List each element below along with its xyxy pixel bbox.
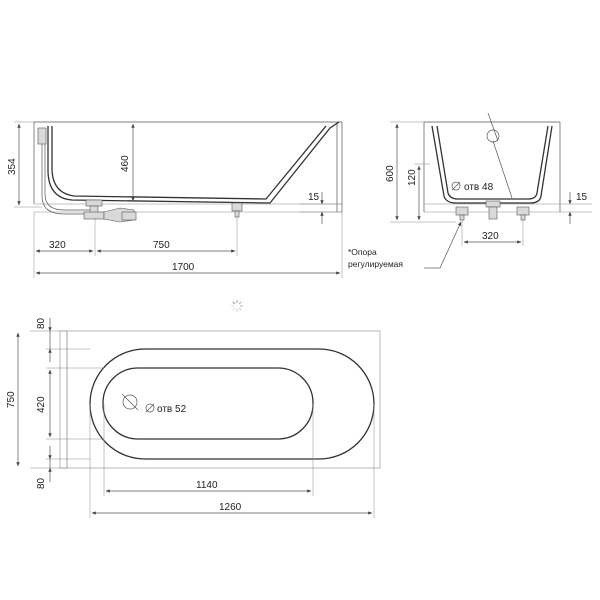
support-note-line1: *Опора <box>348 247 377 257</box>
dim-label-320-side: 320 <box>49 240 66 251</box>
dim-top-80-lower: 80 <box>36 446 52 489</box>
end-view-bath-inner <box>436 125 549 200</box>
overflow-assembly <box>37 127 92 215</box>
dim-label-750-top: 750 <box>6 391 17 408</box>
dim-label-1700: 1700 <box>172 262 195 273</box>
top-view: отв 52 750 80 420 80 <box>6 317 381 518</box>
loading-spinner-icon <box>231 300 243 312</box>
dim-top-1140: 1140 <box>103 404 314 496</box>
dim-end-120: 120 <box>407 163 430 221</box>
side-view: 354 460 15 320 750 1700 <box>7 121 343 278</box>
dim-side-1700: 1700 <box>35 212 343 278</box>
dim-label-420: 420 <box>36 396 47 413</box>
dim-label-side-15: 15 <box>308 192 320 203</box>
top-view-outer-rect-left-edge <box>59 330 68 469</box>
dim-label-80-top: 80 <box>36 317 47 329</box>
dim-label-354: 354 <box>7 158 18 175</box>
dim-label-80-bottom: 80 <box>36 477 47 489</box>
dim-label-1140: 1140 <box>196 480 218 491</box>
side-view-bath-inner-wall <box>51 125 327 200</box>
dim-end-15: 15 <box>560 192 592 224</box>
end-view-hole-label: отв 48 <box>464 182 494 193</box>
end-view: отв 48 600 120 1 <box>348 112 592 269</box>
dim-side-15: 15 <box>300 192 342 224</box>
dim-label-600: 600 <box>385 165 396 182</box>
dim-top-420: 420 <box>36 369 52 438</box>
dim-side-320-750: 320 750 <box>33 212 238 278</box>
drain-siphon <box>83 199 137 223</box>
dim-top-750: 750 <box>6 332 20 467</box>
side-view-bath-profile <box>47 121 340 204</box>
side-view-feet <box>231 202 243 218</box>
support-note: *Опора регулируемая <box>348 221 462 269</box>
top-view-outer-basin <box>89 348 375 460</box>
dim-label-120: 120 <box>407 169 418 186</box>
side-view-outline <box>33 121 343 213</box>
dim-label-750-side: 750 <box>153 240 170 251</box>
end-view-overflow-hole <box>486 112 513 199</box>
dim-label-460: 460 <box>120 155 131 172</box>
dim-top-80-upper: 80 <box>36 317 52 362</box>
top-view-hole-label: отв 52 <box>157 404 187 415</box>
dim-label-320-end: 320 <box>482 231 499 242</box>
end-view-drain-feet <box>455 200 530 221</box>
top-view-inner-basin <box>102 367 314 440</box>
dim-end-320: 320 <box>461 220 524 246</box>
dim-side-460: 460 <box>120 123 135 202</box>
end-view-hole-callout: отв 48 <box>451 181 494 193</box>
top-view-drain-hole: отв 52 <box>121 393 187 415</box>
support-note-line2: регулируемая <box>348 259 403 269</box>
dim-top-1260: 1260 <box>89 404 375 518</box>
dim-end-600: 600 <box>385 121 456 223</box>
dim-label-end-15: 15 <box>576 192 588 203</box>
dim-label-1260: 1260 <box>219 502 242 513</box>
top-view-outer-rect <box>66 330 381 469</box>
dim-side-354: 354 <box>7 121 42 208</box>
